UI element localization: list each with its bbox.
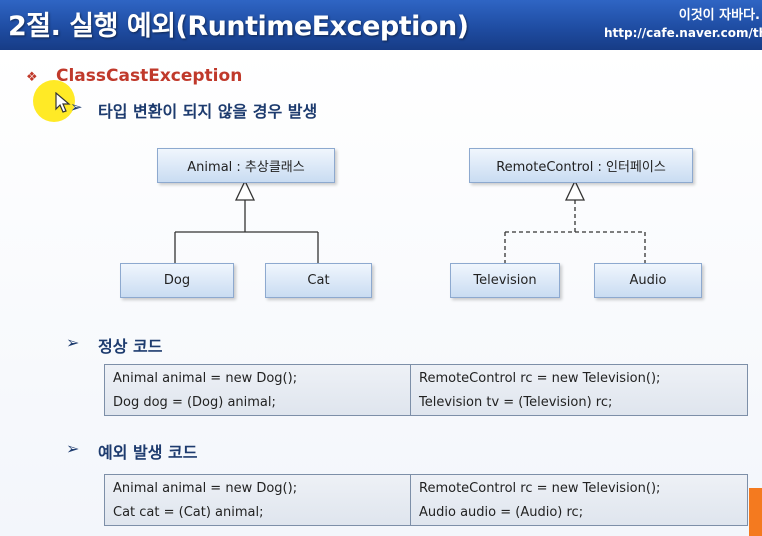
heading-title: ClassCastException (56, 66, 243, 86)
arrow-bullet-icon: ➢ (66, 439, 80, 458)
code-line: Dog dog = (Dog) animal; (113, 395, 276, 410)
uml-box-dog: Dog (120, 263, 234, 298)
slide-title: 2절. 실행 예외(RuntimeException) (8, 11, 469, 42)
implementation-arrow-icon (564, 179, 586, 201)
code-table-exception: Animal animal = new Dog(); Cat cat = (Ca… (104, 474, 748, 526)
heading-subtitle: 타입 변환이 되지 않을 경우 발생 (98, 102, 318, 121)
code-line: Animal animal = new Dog(); (113, 481, 298, 496)
code-line: RemoteControl rc = new Television(); (419, 481, 661, 496)
cursor-highlight (33, 80, 75, 122)
code-cell-left: Animal animal = new Dog(); Dog dog = (Do… (105, 365, 411, 415)
code-cell-left: Animal animal = new Dog(); Cat cat = (Ca… (105, 475, 411, 525)
uml-box-television: Television (450, 263, 560, 298)
code-line: Cat cat = (Cat) animal; (113, 505, 264, 520)
code-cell-right: RemoteControl rc = new Television(); Tel… (411, 365, 747, 415)
code-line: RemoteControl rc = new Television(); (419, 371, 661, 386)
code-line: Animal animal = new Dog(); (113, 371, 298, 386)
uml-box-audio: Audio (594, 263, 702, 298)
code-cell-right: RemoteControl rc = new Television(); Aud… (411, 475, 747, 525)
arrow-bullet-icon: ➢ (66, 333, 80, 352)
brand-label: 이것이 자바다. (678, 8, 760, 23)
code-line: Television tv = (Television) rc; (419, 395, 613, 410)
brand-url: http://cafe.naver.com/th (604, 26, 762, 40)
orange-edge-tab (749, 488, 762, 536)
code-table-normal: Animal animal = new Dog(); Dog dog = (Do… (104, 364, 748, 416)
section-title-normal: 정상 코드 (98, 337, 163, 356)
diamond-bullet-icon: ❖ (26, 70, 38, 85)
inheritance-arrow-icon (234, 179, 256, 201)
uml-box-remotecontrol: RemoteControl : 인터페이스 (469, 148, 693, 183)
slide-header: 2절. 실행 예외(RuntimeException) 이것이 자바다. htt… (0, 0, 762, 50)
section-title-exception: 예외 발생 코드 (98, 443, 198, 462)
code-line: Audio audio = (Audio) rc; (419, 505, 584, 520)
uml-box-animal: Animal : 추상클래스 (157, 148, 335, 183)
mouse-pointer-icon (55, 92, 71, 113)
uml-box-cat: Cat (265, 263, 372, 298)
arrow-bullet-icon: ➢ (70, 98, 83, 116)
